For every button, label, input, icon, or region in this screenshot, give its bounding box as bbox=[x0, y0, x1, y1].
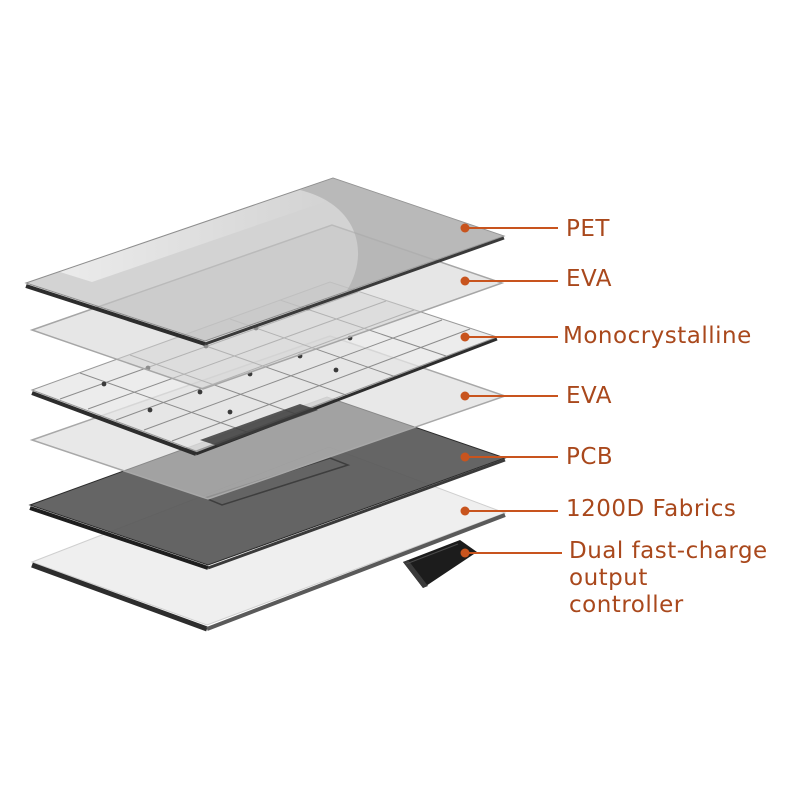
leader-dot-eva-top bbox=[460, 276, 470, 286]
pet-layer bbox=[24, 177, 506, 346]
label-pet: PET bbox=[566, 216, 610, 242]
label-pcb: PCB bbox=[566, 444, 614, 470]
label-monocrystalline: Monocrystalline bbox=[563, 323, 752, 349]
label-eva-top: EVA bbox=[566, 266, 613, 292]
leader-dot-fabrics bbox=[460, 506, 470, 516]
callout-leaders bbox=[460, 223, 562, 558]
label-fabrics: 1200D Fabrics bbox=[566, 496, 737, 522]
label-controller: Dual fast-charge output controller bbox=[569, 538, 768, 618]
leader-dot-monocrystalline bbox=[460, 332, 470, 342]
leader-dot-pcb bbox=[460, 452, 470, 462]
leader-dot-pet bbox=[460, 223, 470, 233]
leader-dot-controller bbox=[460, 548, 470, 558]
label-eva-bottom: EVA bbox=[566, 383, 613, 409]
controller-box bbox=[403, 540, 477, 588]
leader-dot-eva-bottom bbox=[460, 391, 470, 401]
